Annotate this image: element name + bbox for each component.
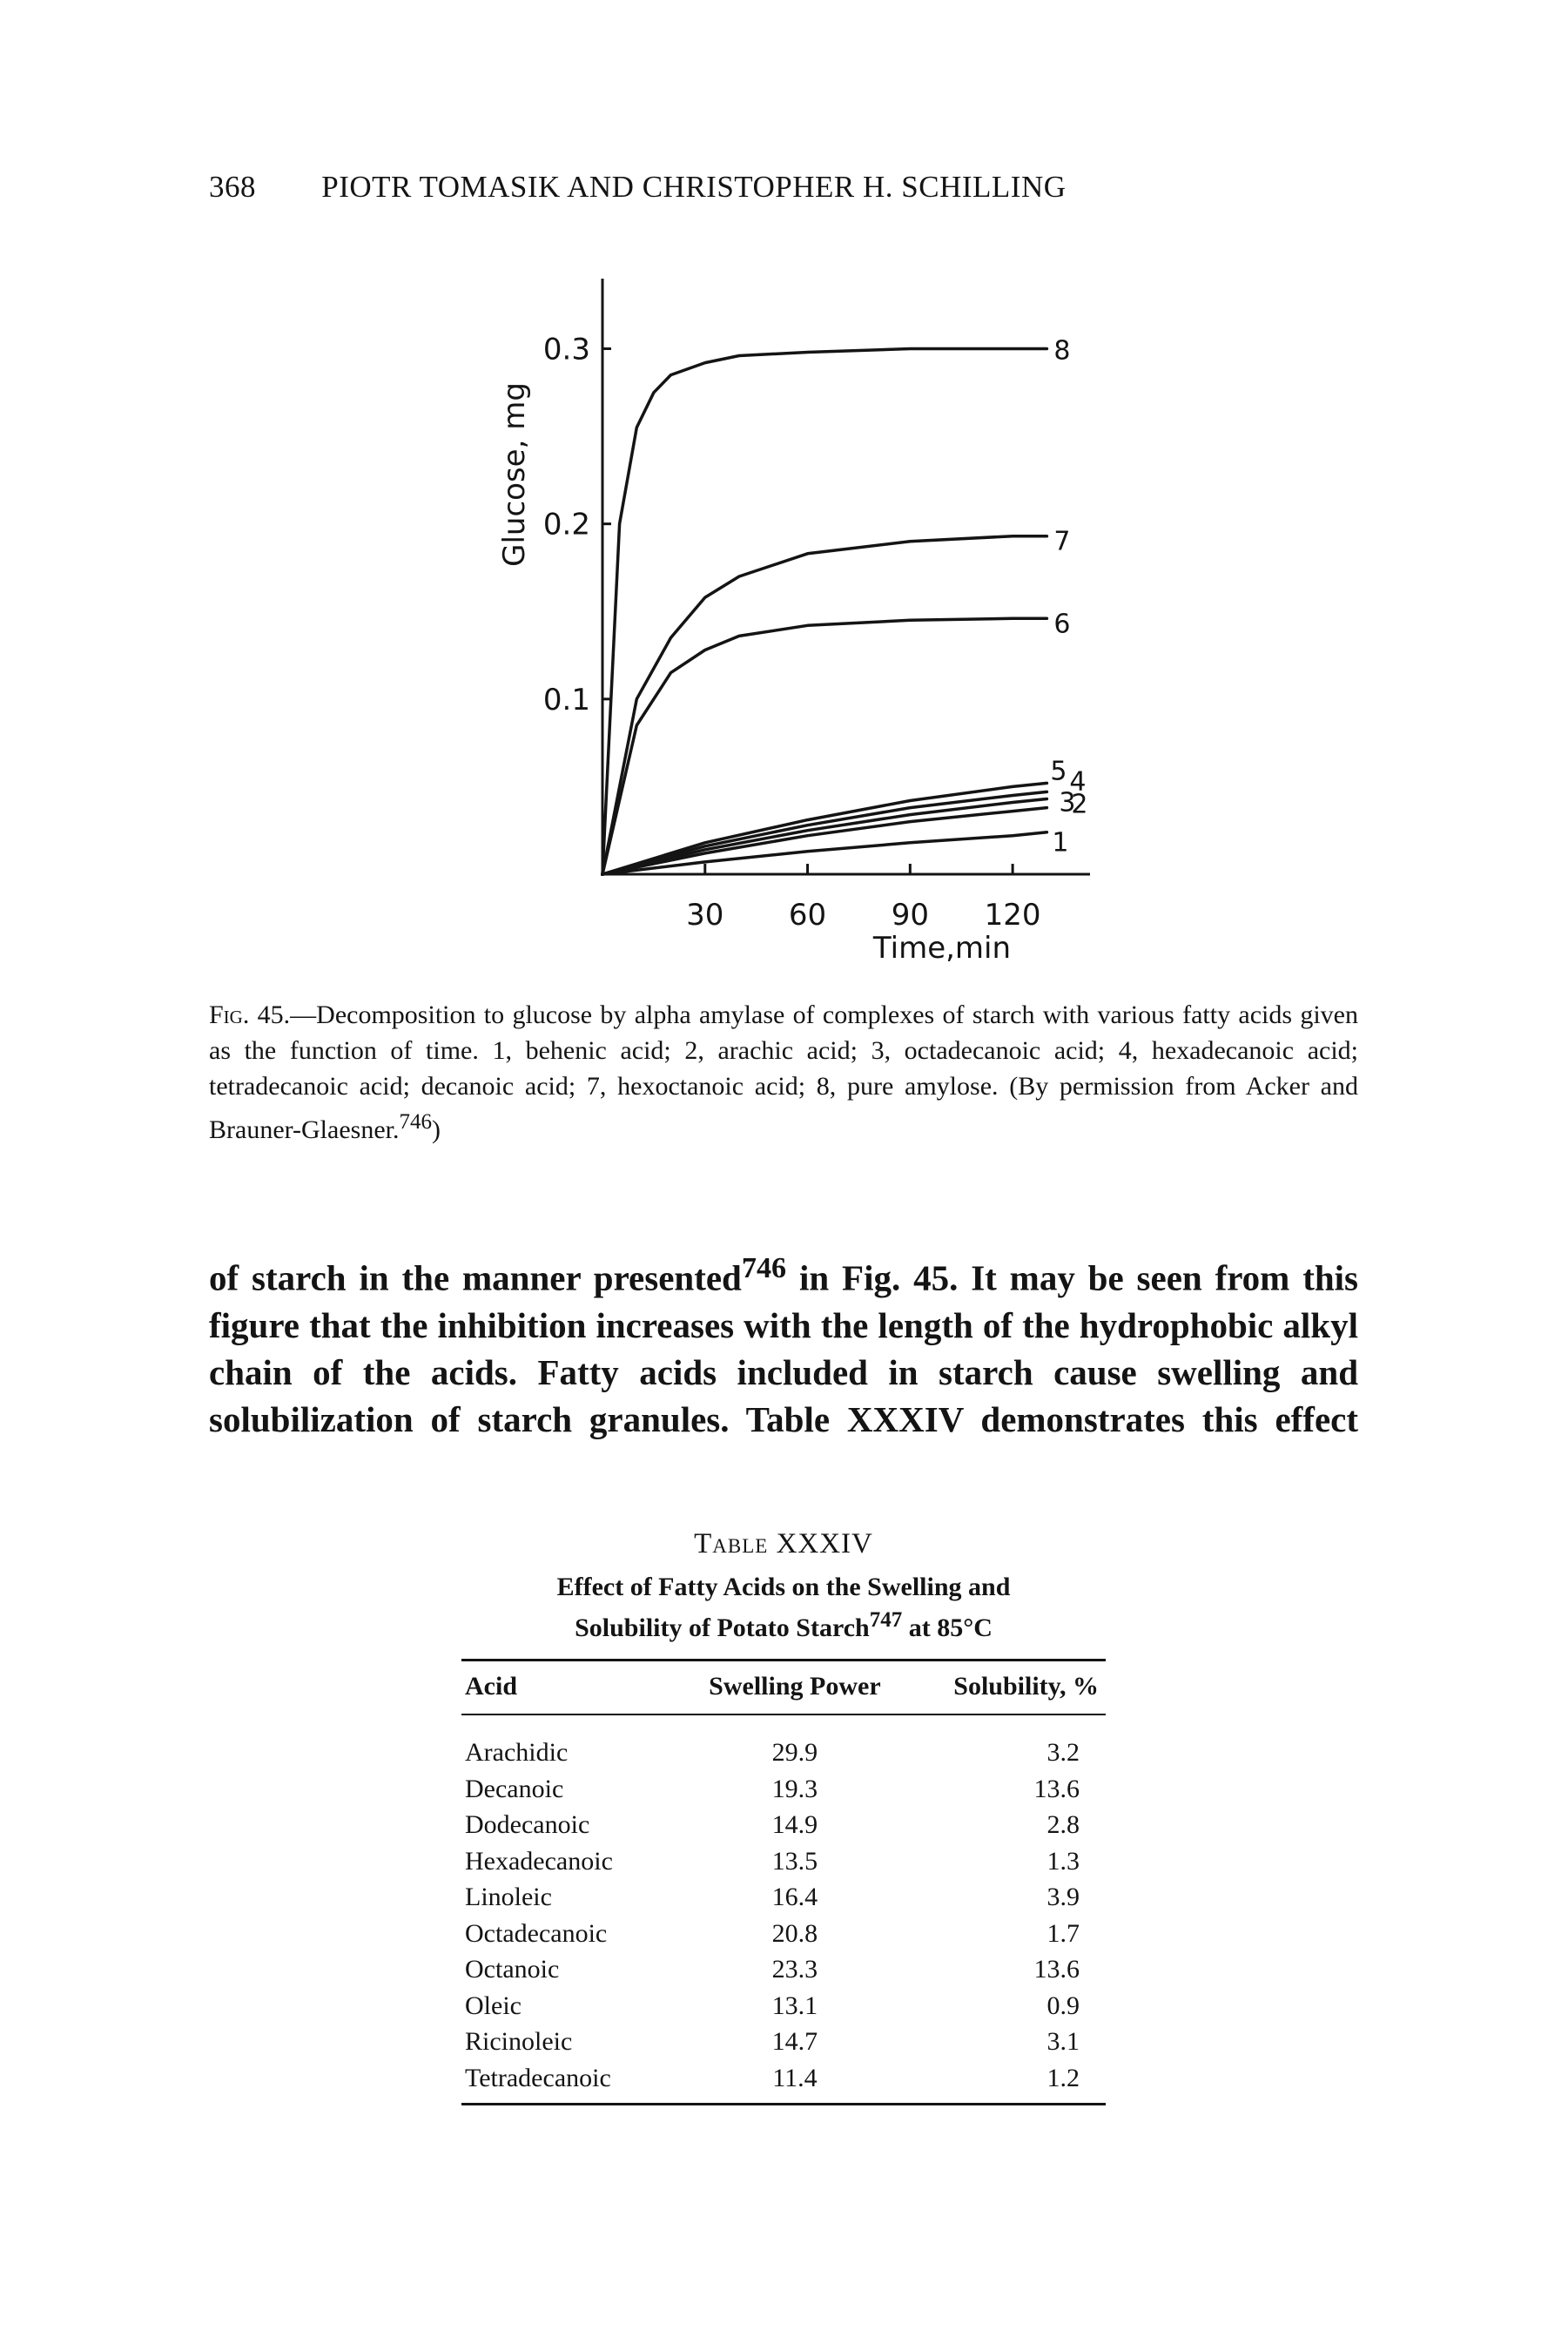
table-row: Linoleic 16.4 3.9 <box>461 1879 1106 1916</box>
cell-swelling-power: 13.1 <box>771 1991 818 2020</box>
y-tick-label: 0.1 <box>543 683 590 717</box>
table-row: Ricinoleic 14.7 3.1 <box>461 2024 1106 2060</box>
table-row: Octanoic 23.3 13.6 <box>461 1951 1106 1988</box>
body-paragraph-start: of starch in the manner presented <box>209 1257 742 1298</box>
series-label-5: 5 <box>1050 756 1067 786</box>
cell-swelling-power: 20.8 <box>771 1918 818 1948</box>
page-number: 368 <box>209 170 256 204</box>
series-label-2: 2 <box>1071 790 1087 820</box>
cell-solubility: 13.6 <box>1033 1955 1080 1984</box>
cell-solubility: 3.9 <box>1046 1883 1080 1911</box>
cell-acid: Ricinoleic <box>465 2027 573 2056</box>
column-header-acid: Acid <box>465 1672 517 1701</box>
chart-ticks: 0.1 0.2 0.3 30 60 90 120 <box>543 332 1041 933</box>
x-axis-label: Time,min <box>872 931 1011 966</box>
cell-swelling-power: 19.3 <box>771 1774 818 1803</box>
table-row: Oleic 13.1 0.9 <box>461 1988 1106 2024</box>
cell-acid: Octadecanoic <box>465 1918 608 1948</box>
body-paragraph: of starch in the manner presented746 in … <box>209 1245 1358 1443</box>
table-title: Effect of Fatty Acids on the Swelling an… <box>461 1571 1106 1645</box>
figure-caption-close: ) <box>431 1115 441 1144</box>
series-label-4: 4 <box>1069 766 1086 797</box>
body-paragraph-end: in Fig. 45. It may be seen from this fig… <box>209 1257 1358 1439</box>
table-title-line2: Solubility of Potato Starch747 at 85°C <box>461 1604 1106 1645</box>
cell-acid: Oleic <box>465 1991 522 2020</box>
cell-solubility: 1.7 <box>1046 1918 1080 1948</box>
cell-acid: Decanoic <box>465 1774 564 1803</box>
series-line-1 <box>601 830 1049 876</box>
cell-swelling-power: 11.4 <box>772 2063 818 2092</box>
table-title-line2-start: Solubility of Potato Starch <box>575 1613 870 1642</box>
series-line-3 <box>601 797 1049 876</box>
figure-caption-ref: 746 <box>399 1110 432 1134</box>
cell-solubility: 3.1 <box>1046 2027 1080 2056</box>
table-row: Hexadecanoic 13.5 1.3 <box>461 1843 1106 1880</box>
series-line-6 <box>601 616 1049 876</box>
table-row: Octadecanoic 20.8 1.7 <box>461 1916 1106 1952</box>
figure-caption: Fig. 45.—Decomposition to glucose by alp… <box>209 997 1358 1148</box>
cell-acid: Tetradecanoic <box>465 2063 611 2092</box>
cell-swelling-power: 14.7 <box>771 2027 818 2056</box>
y-tick-label: 0.3 <box>543 332 590 367</box>
table-label: Table XXXIV <box>694 1528 873 1559</box>
cell-swelling-power: 16.4 <box>771 1883 818 1911</box>
table-title-line2-end: at 85°C <box>902 1613 993 1642</box>
figure-caption-label: Fig. 45. <box>209 1000 291 1029</box>
x-tick-label: 90 <box>892 898 929 933</box>
chart-series <box>601 347 1049 876</box>
series-label-1: 1 <box>1052 828 1068 859</box>
table-row: Decanoic 19.3 13.6 <box>461 1771 1106 1808</box>
x-tick-label: 30 <box>686 898 723 933</box>
cell-swelling-power: 23.3 <box>771 1955 818 1984</box>
series-line-8 <box>601 347 1049 876</box>
y-tick-label: 0.2 <box>543 508 590 542</box>
column-header-swelling-power: Swelling Power <box>709 1672 881 1701</box>
y-axis-label: Glucose, mg <box>497 382 532 567</box>
cell-swelling-power: 13.5 <box>771 1846 818 1876</box>
series-label-3: 3 <box>1059 787 1075 818</box>
cell-acid: Hexadecanoic <box>465 1846 613 1876</box>
body-paragraph-ref: 746 <box>741 1252 787 1284</box>
cell-swelling-power: 29.9 <box>771 1738 818 1767</box>
cell-solubility: 1.2 <box>1046 2063 1080 2092</box>
series-line-5 <box>601 781 1049 876</box>
table-title-ref: 747 <box>869 1608 903 1632</box>
cell-swelling-power: 14.9 <box>771 1810 818 1839</box>
cell-acid: Octanoic <box>465 1955 560 1984</box>
running-head: 368 PIOTR TOMASIK AND CHRISTOPHER H. SCH… <box>209 170 1428 205</box>
x-tick-label: 120 <box>985 898 1041 933</box>
table-top-rule <box>461 1659 1106 1661</box>
cell-solubility: 1.3 <box>1046 1846 1080 1876</box>
table-title-line1: Effect of Fatty Acids on the Swelling an… <box>556 1573 1011 1601</box>
table-xxxiv: Table XXXIV Effect of Fatty Acids on the… <box>461 1528 1106 2105</box>
series-line-2 <box>601 805 1049 876</box>
series-label-8: 8 <box>1053 335 1070 366</box>
cell-solubility: 3.2 <box>1046 1738 1080 1767</box>
figure-caption-text: —Decomposition to glucose by alpha amyla… <box>209 1000 1358 1144</box>
series-label-6: 6 <box>1053 609 1070 639</box>
table-row: Arachidic 29.9 3.2 <box>461 1715 1106 1771</box>
table-row: Dodecanoic 14.9 2.8 <box>461 1807 1106 1843</box>
table-bottom-rule <box>461 2103 1106 2105</box>
table-row: Tetradecanoic 11.4 1.2 <box>461 2060 1106 2097</box>
series-line-4 <box>601 790 1049 876</box>
series-line-7 <box>601 534 1049 876</box>
series-label-7: 7 <box>1053 527 1070 557</box>
cell-acid: Arachidic <box>465 1738 569 1767</box>
cell-acid: Dodecanoic <box>465 1810 590 1839</box>
cell-solubility: 13.6 <box>1033 1774 1080 1803</box>
chart-axes <box>601 279 1090 876</box>
running-head-authors: PIOTR TOMASIK AND CHRISTOPHER H. SCHILLI… <box>321 170 1067 204</box>
column-header-solubility: Solubility, % <box>953 1672 1099 1701</box>
cell-solubility: 0.9 <box>1046 1991 1080 2020</box>
cell-solubility: 2.8 <box>1046 1810 1080 1839</box>
table-header-row: Acid Swelling Power Solubility, % <box>461 1661 1106 1714</box>
cell-acid: Linoleic <box>465 1883 552 1911</box>
x-tick-label: 60 <box>789 898 826 933</box>
data-table: Acid Swelling Power Solubility, % Arachi… <box>461 1661 1106 2096</box>
